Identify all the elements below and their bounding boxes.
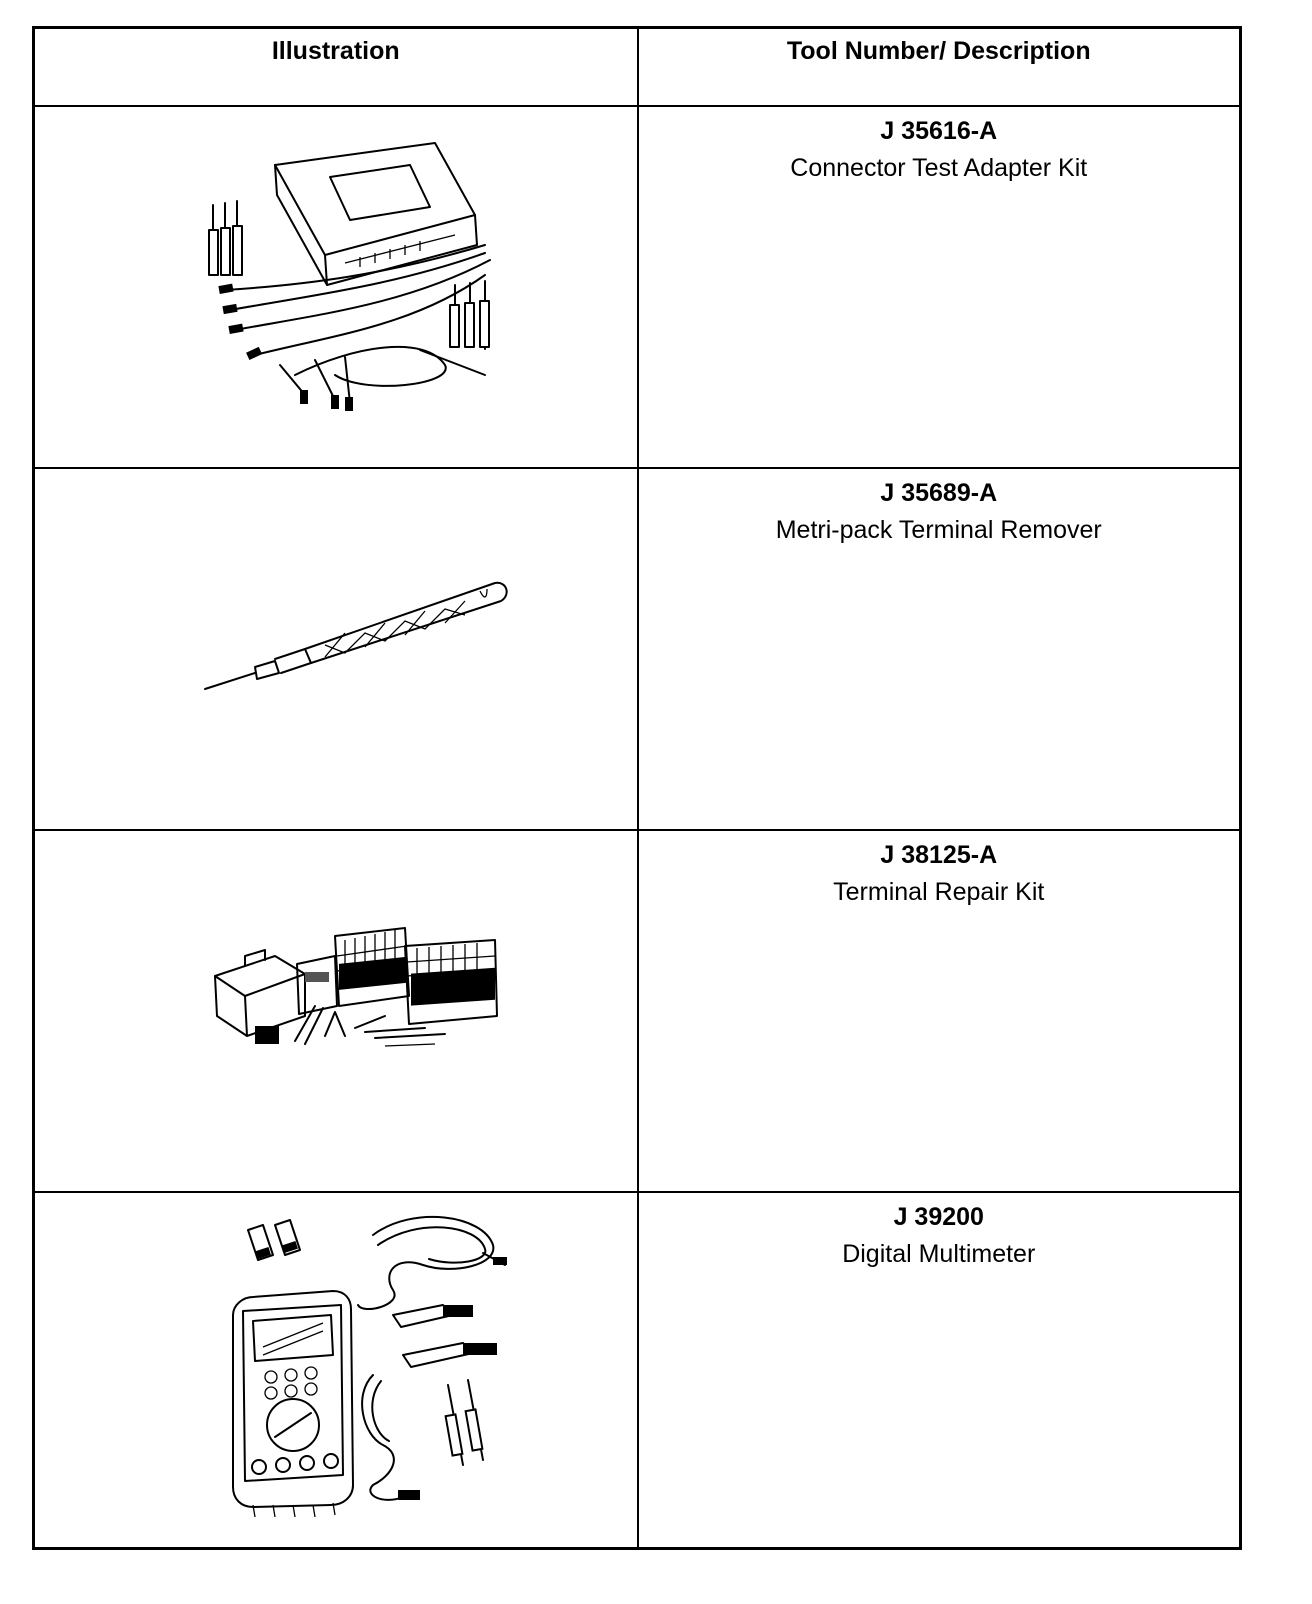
tool-description: Metri-pack Terminal Remover xyxy=(775,516,1102,544)
illustration-cell xyxy=(32,105,639,469)
header-illustration: Illustration xyxy=(32,26,639,107)
description-cell: J 38125-A Terminal Repair Kit xyxy=(636,829,1242,1193)
tool-description: Digital Multimeter xyxy=(842,1240,1036,1268)
illustration-cell xyxy=(32,829,639,1193)
table-row: J 35689-A Metri-pack Terminal Remover xyxy=(32,467,1242,831)
table-row: J 39200 Digital Multimeter xyxy=(32,1191,1242,1550)
description-cell: J 39200 Digital Multimeter xyxy=(636,1191,1242,1550)
table-row: J 35616-A Connector Test Adapter Kit xyxy=(32,105,1242,469)
tool-number: J 39200 xyxy=(893,1203,984,1231)
tool-number: J 35616-A xyxy=(880,117,998,145)
tool-number: J 38125-A xyxy=(880,841,998,869)
connector-test-adapter-kit-icon xyxy=(208,142,491,411)
tool-number: J 35689-A xyxy=(880,479,998,507)
description-cell: J 35616-A Connector Test Adapter Kit xyxy=(636,105,1242,469)
digital-multimeter-icon xyxy=(232,1215,507,1518)
description-cell: J 35689-A Metri-pack Terminal Remover xyxy=(636,467,1242,831)
terminal-repair-kit-icon xyxy=(214,927,498,1047)
tool-description: Terminal Repair Kit xyxy=(833,878,1045,906)
header-tool-number-description: Tool Number/ Description xyxy=(636,26,1242,107)
illustration-cell xyxy=(32,1191,639,1550)
tool-description: Connector Test Adapter Kit xyxy=(790,154,1088,182)
header-row: Illustration Tool Number/ Description xyxy=(32,26,1242,107)
special-tools-table: Illustration Tool Number/ Description xyxy=(32,26,1242,1550)
table-row: J 38125-A Terminal Repair Kit xyxy=(32,829,1242,1193)
terminal-remover-icon xyxy=(204,581,508,690)
illustration-cell xyxy=(32,467,639,831)
